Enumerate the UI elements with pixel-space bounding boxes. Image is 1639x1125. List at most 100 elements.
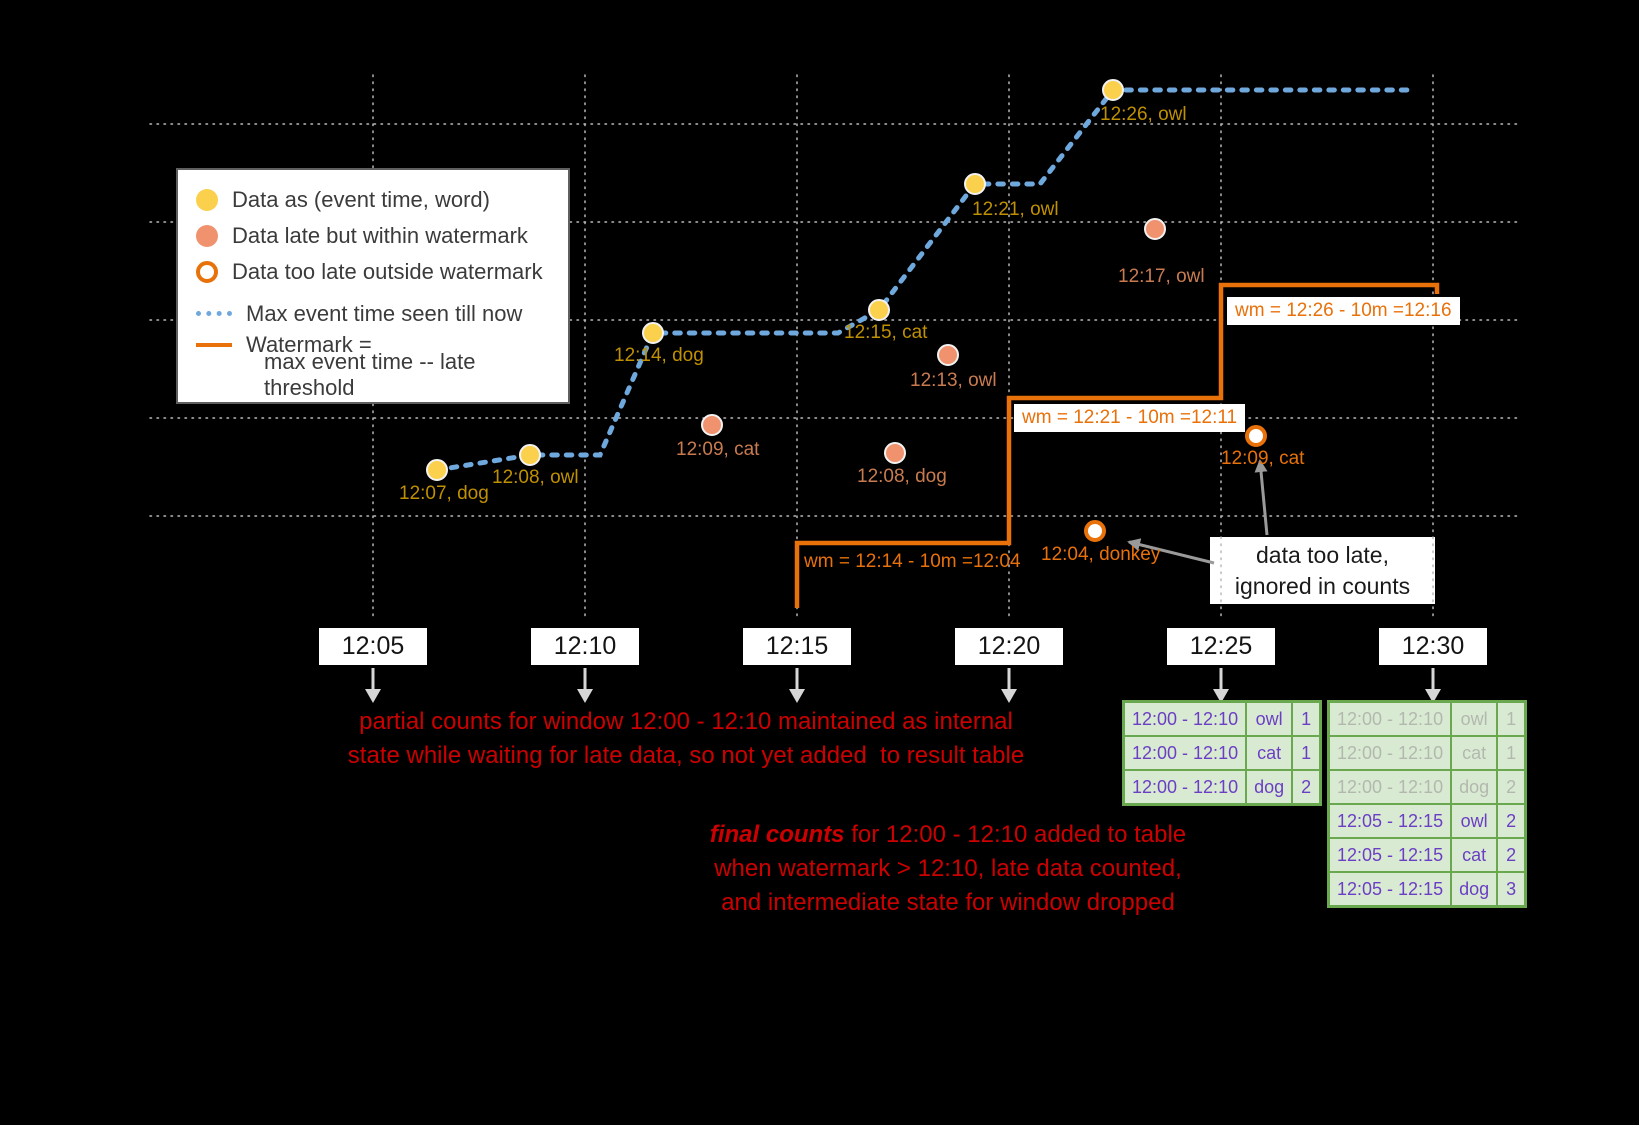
dotted-line-icon	[196, 311, 232, 316]
too-late-callout: data too late, ignored in counts	[1210, 537, 1435, 604]
cell-count: 2	[1291, 769, 1322, 806]
ontime-dot-icon	[196, 189, 218, 211]
cell-word: owl	[1450, 803, 1499, 839]
cell-count: 1	[1496, 735, 1527, 771]
data-point-ontime	[868, 299, 890, 321]
data-point-ontime	[519, 444, 541, 466]
data-point-late	[1144, 218, 1166, 240]
annotation-final-counts: final counts for 12:00 - 12:10 added to …	[698, 818, 1198, 920]
data-point-label: 12:07, dog	[399, 483, 489, 504]
cell-count: 1	[1496, 700, 1527, 737]
too-late-pointer-arrow	[1254, 459, 1269, 536]
data-point-late	[937, 344, 959, 366]
callout-line: ignored in counts	[1234, 572, 1411, 599]
annotation-line: when watermark > 12:10, late data counte…	[714, 855, 1182, 882]
cell-count: 1	[1291, 735, 1322, 771]
data-point-label: 12:08, dog	[857, 466, 947, 487]
trigger-arrowhead-icon	[1001, 689, 1017, 703]
legend-item-watermark-line2: max event time -- late threshold	[196, 349, 568, 400]
data-point-label: 12:26, owl	[1100, 104, 1187, 125]
legend-label: Watermark =	[246, 331, 372, 357]
trigger-arrowhead-icon	[365, 689, 381, 703]
data-point-toolate	[1084, 520, 1106, 542]
data-point-label: 12:17, owl	[1118, 266, 1205, 287]
cell-count: 3	[1496, 871, 1527, 908]
trigger-arrowhead-icon	[789, 689, 805, 703]
cell-word: cat	[1450, 837, 1499, 873]
cell-range: 12:05 - 12:15	[1327, 837, 1453, 873]
legend-label: Data late but within watermark	[232, 223, 528, 248]
data-point-ontime	[642, 322, 664, 344]
data-point-label: 12:21, owl	[972, 199, 1059, 220]
annotation-line: partial counts for window 12:00 - 12:10 …	[359, 708, 1013, 735]
cell-count: 2	[1496, 803, 1527, 839]
cell-range: 12:00 - 12:10	[1327, 700, 1453, 737]
cell-word: cat	[1245, 735, 1294, 771]
data-point-label: 12:09, cat	[676, 439, 760, 460]
data-point-label: 12:15, cat	[844, 322, 928, 343]
cell-word: owl	[1245, 700, 1294, 737]
trigger-arrowhead-icon	[577, 689, 593, 703]
cell-count: 1	[1291, 700, 1322, 737]
cell-count: 2	[1496, 769, 1527, 805]
cell-range: 12:00 - 12:10	[1122, 735, 1248, 771]
watermark-label: wm = 12:21 - 10m =12:11	[1014, 404, 1246, 432]
data-point-label: 12:14, dog	[614, 345, 704, 366]
max-event-time-line	[434, 87, 1418, 473]
data-point-toolate	[1245, 425, 1267, 447]
cell-word: dog	[1450, 871, 1499, 908]
data-point-label: 12:09, cat	[1221, 448, 1305, 469]
axis-tick-12:05: 12:05	[319, 628, 427, 665]
axis-tick-12:20: 12:20	[955, 628, 1063, 665]
data-point-late	[701, 414, 723, 436]
watermark-line-icon	[196, 342, 232, 347]
late-dot-icon	[196, 225, 218, 247]
annotation-line: final counts for 12:00 - 12:10 added to …	[698, 818, 1198, 852]
legend-item-max-event-line: Max event time seen till now	[196, 298, 568, 329]
cell-range: 12:00 - 12:10	[1122, 700, 1248, 737]
watermark-label: wm = 12:14 - 10m =12:04	[804, 551, 1021, 572]
cell-range: 12:00 - 12:10	[1327, 769, 1453, 805]
cell-word: owl	[1450, 700, 1499, 737]
legend-label: Data as (event time, word)	[232, 187, 490, 212]
legend-item-late: Data late but within watermark	[196, 218, 568, 254]
cell-word: dog	[1450, 769, 1499, 805]
axis-tick-12:30: 12:30	[1379, 628, 1487, 665]
data-point-ontime	[426, 459, 448, 481]
watermark-step-line	[794, 282, 1440, 608]
too-late-pointer-arrow	[1127, 538, 1215, 565]
cell-count: 2	[1496, 837, 1527, 873]
trigger-arrowhead-icon	[1425, 689, 1441, 703]
toolate-circle-icon	[196, 261, 218, 283]
annotation-line: and intermediate state for window droppe…	[721, 889, 1175, 916]
legend-item-toolate: Data too late outside watermark	[196, 254, 568, 290]
annotation-partial-counts: partial counts for window 12:00 - 12:10 …	[300, 705, 1072, 773]
data-point-label: 12:13, owl	[910, 370, 997, 391]
final-counts-emphasis: final counts	[709, 821, 845, 848]
trigger-arrowhead-icon	[1213, 689, 1229, 703]
watermark-label: wm = 12:26 - 10m =12:16	[1227, 297, 1460, 325]
legend-label: max event time -- late threshold	[264, 349, 476, 400]
legend-item-watermark: Watermark =	[196, 329, 568, 360]
axis-tick-12:15: 12:15	[743, 628, 851, 665]
data-point-label: 12:04, donkey	[1041, 544, 1161, 565]
cell-range: 12:00 - 12:10	[1122, 769, 1248, 806]
annotation-line-rest: for 12:00 - 12:10 added to table	[844, 821, 1187, 848]
cell-range: 12:05 - 12:15	[1327, 871, 1453, 908]
axis-tick-12:25: 12:25	[1167, 628, 1275, 665]
annotation-line: state while waiting for late data, so no…	[347, 742, 1025, 769]
legend-label: Max event time seen till now	[246, 300, 523, 326]
